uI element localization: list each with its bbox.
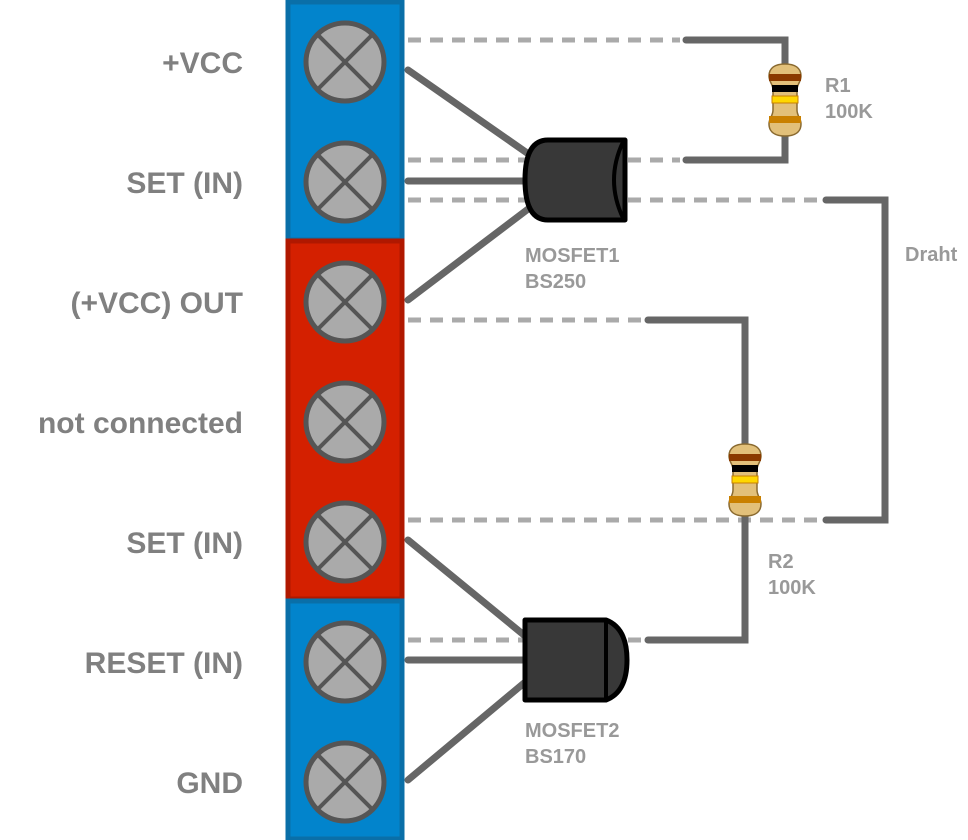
screw-terminal-2 <box>303 140 387 224</box>
mosfet1-part: BS250 <box>525 271 586 293</box>
resistor-band-3 <box>731 475 759 484</box>
pin-label-6: RESET (IN) <box>85 647 243 680</box>
pin-label-1: +VCC <box>162 47 243 80</box>
screw-terminal-3 <box>303 260 387 344</box>
mosfet2-body <box>522 617 630 703</box>
pin-label-7: GND <box>176 767 243 800</box>
screw-cross-slot <box>315 152 375 212</box>
screw-cross-slot <box>315 752 375 812</box>
resistor-band-2 <box>732 465 758 472</box>
r2-name: R2 <box>768 551 794 573</box>
wires <box>404 36 889 784</box>
mosfet1-leg-drain <box>404 196 544 304</box>
mosfet2-part: BS170 <box>525 746 586 768</box>
resistor-r2 <box>728 443 762 517</box>
resistor-band-4 <box>769 116 801 123</box>
screw-cross-slot <box>315 392 375 452</box>
resistor-band-2 <box>772 85 798 92</box>
screw-terminal-5 <box>303 500 387 584</box>
underside-traces <box>408 37 822 643</box>
screw-terminal-1 <box>303 20 387 104</box>
screw-cross-slot <box>315 272 375 332</box>
r1-value: 100K <box>825 101 873 123</box>
r2-leg-bottom <box>644 506 749 644</box>
screw-terminal-6 <box>303 620 387 704</box>
pin-label-2: SET (IN) <box>126 167 243 200</box>
resistor-r1 <box>768 63 802 137</box>
draht-wire <box>822 196 889 524</box>
r2-leg-top <box>644 316 749 454</box>
mosfet2-name: MOSFET2 <box>525 720 619 742</box>
mosfet2-leg-drain <box>404 536 534 644</box>
screw-terminal-4 <box>303 380 387 464</box>
pin-label-5: SET (IN) <box>126 527 243 560</box>
r1-name: R1 <box>825 75 851 97</box>
r1-leg-top <box>682 36 789 74</box>
terminal-screws <box>303 20 387 824</box>
screw-cross-slot <box>315 32 375 92</box>
resistor-band-1 <box>729 454 761 461</box>
pin-label-4: not connected <box>38 407 243 440</box>
r1-leg-bottom <box>682 126 789 164</box>
r2-value: 100K <box>768 577 816 599</box>
pin-label-3: (+VCC) OUT <box>71 287 244 320</box>
mosfet1-name: MOSFET1 <box>525 245 619 267</box>
mosfet1 <box>522 137 628 223</box>
mosfet2-leg-source <box>404 674 534 784</box>
screw-cross-slot <box>315 632 375 692</box>
resistor-band-4 <box>729 496 761 503</box>
resistor-band-3 <box>771 95 799 104</box>
screw-cross-slot <box>315 512 375 572</box>
mosfet1-flat-edge <box>612 141 625 219</box>
mosfet1-body <box>522 137 628 223</box>
resistor-band-1 <box>769 74 801 81</box>
mosfet1-leg-source <box>404 66 544 166</box>
pin-labels: +VCC SET (IN) (+VCC) OUT not connected S… <box>38 47 243 800</box>
screw-terminal-7 <box>303 740 387 824</box>
draht-label: Draht <box>905 244 958 266</box>
mosfet2 <box>522 617 630 703</box>
